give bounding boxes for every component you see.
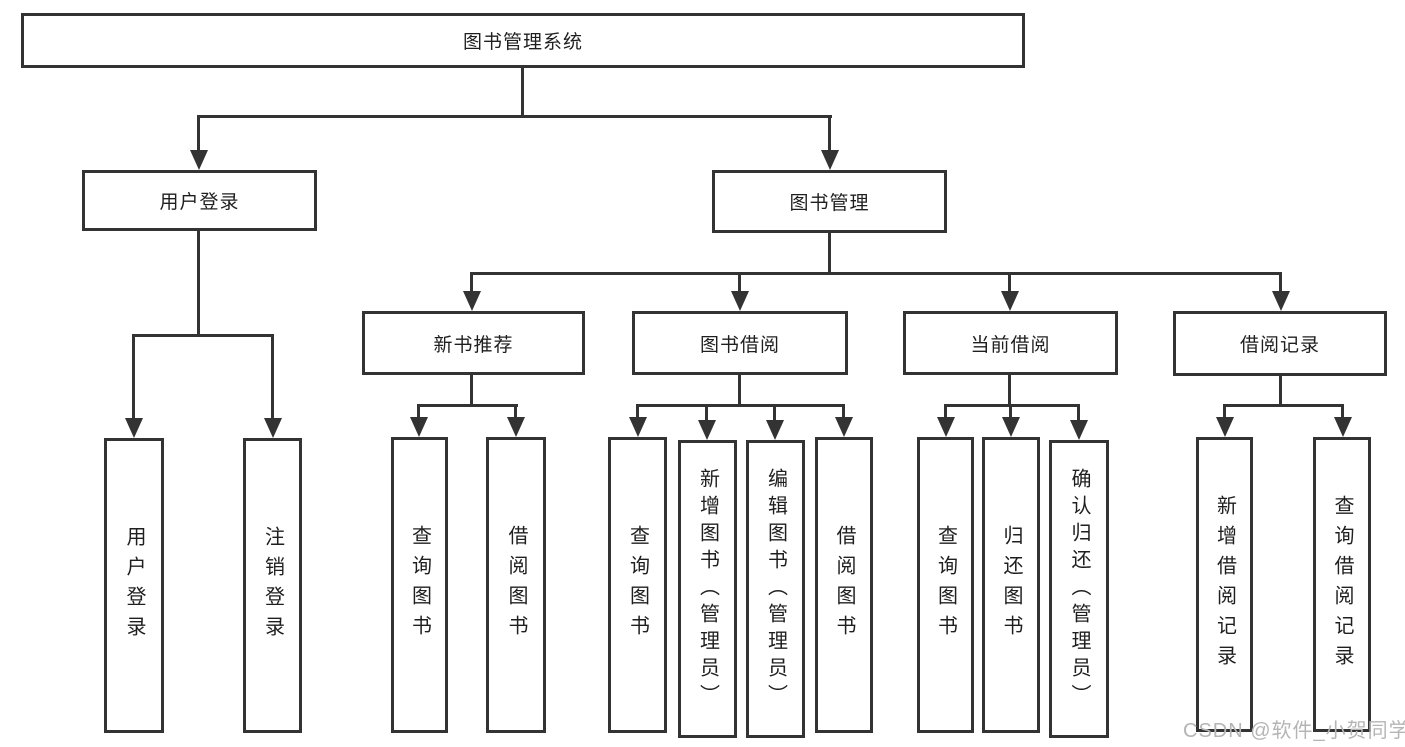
connector-book-borrow-down: [738, 375, 741, 406]
arrow-down-icon: [821, 150, 839, 170]
connector-level1-split: [197, 115, 832, 118]
leaf-query-books-2: 查询图书: [608, 437, 667, 733]
arrow-down-icon: [125, 418, 143, 438]
connector-stub: [1009, 404, 1012, 418]
connector-to-current-borrow: [1008, 272, 1011, 292]
arrow-down-icon: [507, 417, 525, 437]
node-book-borrow: 图书借阅: [632, 311, 848, 375]
leaf-confirm-return-admin: 确认归还（管理员）: [1049, 440, 1109, 738]
arrow-down-icon: [190, 150, 208, 170]
connector-current-borrow-down: [1008, 375, 1011, 406]
connector-to-new-book-recommend: [470, 272, 473, 292]
arrow-down-icon: [1002, 417, 1020, 437]
leaf-logout-label: 注销登录: [261, 525, 284, 646]
connector-stub: [1341, 404, 1344, 418]
connector-stub: [842, 404, 845, 418]
connector-borrow-records-down: [1279, 376, 1282, 406]
arrow-down-icon: [766, 420, 784, 440]
node-book-management-label: 图书管理: [789, 193, 870, 214]
leaf-borrow-books-1: 借阅图书: [486, 437, 546, 733]
connector-borrow-records-split: [1223, 404, 1344, 407]
arrow-down-icon: [1272, 291, 1290, 311]
connector-stub: [1223, 404, 1226, 418]
arrow-down-icon: [1070, 420, 1088, 440]
connector-stub: [705, 404, 708, 420]
arrow-down-icon: [629, 417, 647, 437]
connector-current-borrow-split: [944, 404, 1080, 407]
leaf-query-books-1-label: 查询图书: [408, 525, 431, 645]
leaf-logout: 注销登录: [243, 438, 302, 733]
connector-stub: [514, 404, 517, 418]
leaf-borrow-books-1-label: 借阅图书: [505, 525, 527, 645]
leaf-add-borrow-record-label: 新增借阅记录: [1213, 494, 1236, 675]
node-book-management: 图书管理: [712, 170, 947, 233]
connector-recommend-split: [417, 404, 518, 407]
connector-to-book-management: [828, 115, 831, 151]
leaf-user-login: 用户登录: [104, 438, 164, 733]
leaf-query-borrow-record: 查询借阅记录: [1313, 437, 1371, 732]
leaf-query-borrow-record-label: 查询借阅记录: [1331, 494, 1353, 675]
arrow-down-icon: [264, 418, 282, 438]
leaf-borrow-books-2: 借阅图书: [815, 437, 873, 733]
arrow-down-icon: [731, 291, 749, 311]
connector-recommend-down: [470, 375, 473, 406]
leaf-query-books-2-label: 查询图书: [626, 525, 649, 645]
leaf-query-books-3: 查询图书: [917, 437, 974, 733]
node-borrow-records: 借阅记录: [1173, 311, 1387, 376]
leaf-borrow-books-2-label: 借阅图书: [833, 525, 855, 645]
arrow-down-icon: [463, 291, 481, 311]
arrow-down-icon: [1001, 291, 1019, 311]
leaf-add-books-admin: 新增图书（管理员）: [678, 440, 737, 738]
connector-user-login-down: [197, 231, 200, 336]
connector-book-borrow-split: [636, 404, 845, 407]
connector-to-borrow-records: [1279, 272, 1282, 292]
arrow-down-icon: [1334, 417, 1352, 437]
node-root: 图书管理系统: [21, 13, 1025, 68]
node-current-borrow: 当前借阅: [903, 311, 1118, 375]
leaf-return-books: 归还图书: [982, 437, 1040, 733]
node-user-login-label: 用户登录: [159, 192, 240, 213]
connector-to-user-login: [197, 115, 200, 151]
node-new-book-recommend-label: 新书推荐: [433, 334, 514, 356]
connector-stub: [417, 404, 420, 418]
leaf-edit-books-admin: 编辑图书（管理员）: [746, 440, 805, 738]
connector-root-down: [521, 68, 524, 117]
arrow-down-icon: [410, 417, 428, 437]
arrow-down-icon: [698, 420, 716, 440]
connector-user-login-split: [132, 334, 274, 337]
node-book-borrow-label: 图书借阅: [699, 334, 780, 356]
leaf-confirm-return-admin-label: 确认归还（管理员）: [1068, 467, 1090, 711]
leaf-add-books-admin-label: 新增图书（管理员）: [696, 467, 719, 711]
connector-level3-split: [470, 272, 1282, 275]
leaf-edit-books-admin-label: 编辑图书（管理员）: [764, 467, 787, 711]
leaf-add-borrow-record: 新增借阅记录: [1196, 437, 1253, 732]
csdn-watermark: CSDN @软件_小贺同学: [1183, 720, 1405, 742]
arrow-down-icon: [937, 417, 955, 437]
connector-stub: [944, 404, 947, 418]
arrow-down-icon: [835, 417, 853, 437]
arrow-down-icon: [1216, 417, 1234, 437]
node-root-label: 图书管理系统: [462, 32, 583, 53]
connector-to-logout-leaf: [271, 334, 274, 418]
connector-stub: [636, 404, 639, 418]
node-user-login: 用户登录: [82, 170, 317, 231]
connector-stub: [773, 404, 776, 420]
node-new-book-recommend: 新书推荐: [362, 311, 585, 375]
leaf-return-books-label: 归还图书: [1000, 525, 1022, 645]
connector-book-management-down: [828, 233, 831, 275]
connector-stub: [1077, 404, 1080, 420]
node-borrow-records-label: 借阅记录: [1239, 335, 1320, 356]
node-current-borrow-label: 当前借阅: [970, 334, 1051, 356]
connector-to-book-borrow: [738, 272, 741, 292]
leaf-query-books-3-label: 查询图书: [934, 525, 957, 645]
connector-to-user-login-leaf: [132, 334, 135, 418]
leaf-query-books-1: 查询图书: [391, 437, 448, 733]
leaf-user-login-label: 用户登录: [123, 525, 145, 646]
